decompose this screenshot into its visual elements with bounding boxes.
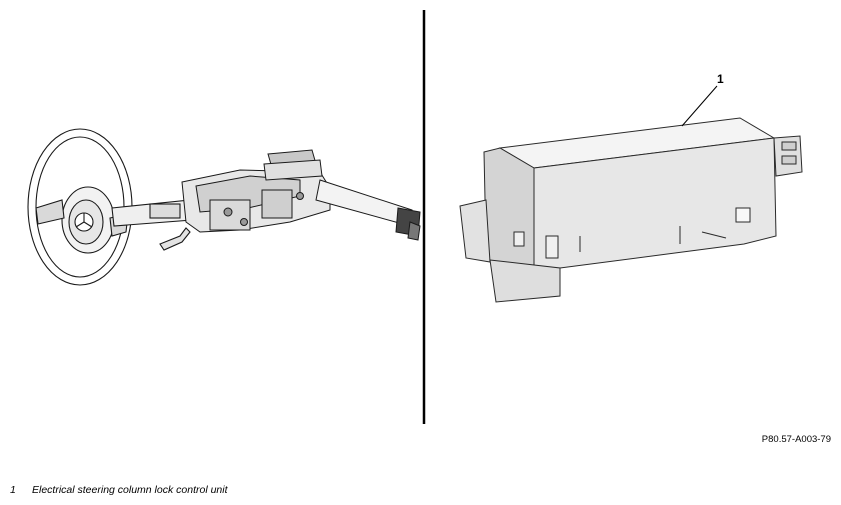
- legend-number: 1: [10, 484, 16, 496]
- legend-item: 1 Electrical steering column lock contro…: [10, 484, 228, 496]
- steering-column-mechanism: [181, 149, 421, 241]
- callout-leader-line: [681, 85, 718, 127]
- legend-text: Electrical steering column lock control …: [32, 484, 228, 496]
- figure-code: P80.57-A003-79: [761, 434, 831, 445]
- callout-number: 1: [717, 72, 724, 86]
- steering-wheel-illustration: [27, 128, 193, 286]
- control-unit-illustration: [459, 117, 803, 303]
